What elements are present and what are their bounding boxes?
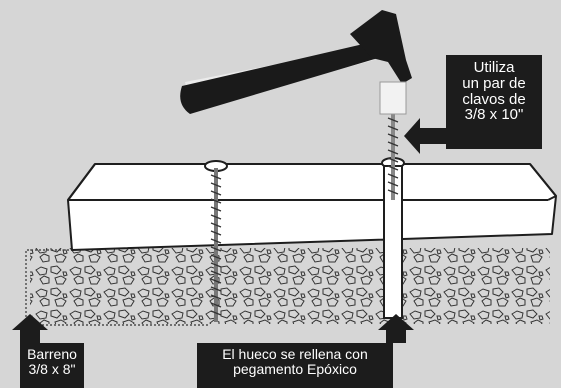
- gravel-layer: [30, 248, 550, 324]
- nail-instruction-line: Utiliza: [473, 59, 515, 76]
- arrow-to-nail: [404, 118, 446, 154]
- drill-bit-label: Barreno 3/8 x 8": [20, 343, 84, 388]
- left-screw: [204, 160, 228, 322]
- right-nail-assembly: [381, 112, 405, 319]
- epoxy-fill-label: El hueco se rellena con pegamento Epóxic…: [197, 343, 393, 388]
- drill-bit-line: Barreno: [27, 346, 77, 362]
- nail-instruction-line: clavos de: [462, 90, 526, 108]
- parking-stopper: [67, 163, 557, 251]
- epoxy-fill-line: El hueco se rellena con: [222, 346, 368, 362]
- arrow-up-left: [12, 314, 48, 343]
- epoxy-fill-line: pegamento Epóxico: [233, 360, 357, 377]
- hammer-icon: [180, 10, 412, 115]
- nail-instruction-label: Utiliza un par de clavos de 3/8 x 10": [446, 55, 542, 149]
- nail-instruction-line: un par de: [462, 74, 526, 92]
- arrow-up-center: [378, 314, 414, 343]
- nail-instruction-line: 3/8 x 10": [464, 106, 524, 124]
- drill-bit-line: 3/8 x 8": [28, 360, 76, 377]
